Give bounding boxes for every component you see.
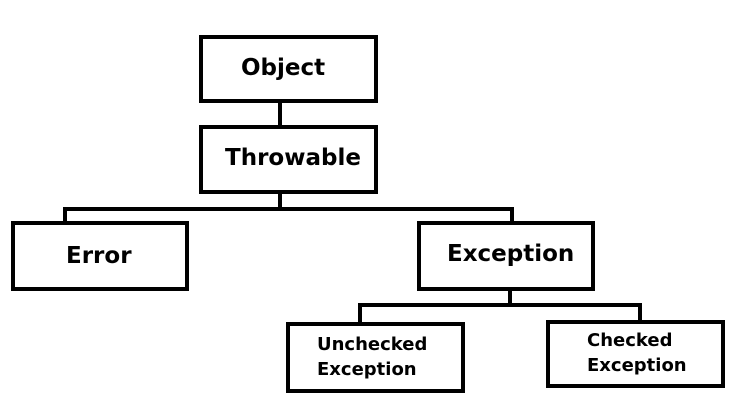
node-throwable-label: Throwable	[225, 144, 361, 171]
node-exception: Exception	[417, 221, 595, 291]
node-object: Object	[199, 35, 378, 103]
node-unchecked-exception-label: Unchecked Exception	[317, 333, 428, 380]
node-error: Error	[11, 221, 189, 291]
node-unchecked-exception: Unchecked Exception	[286, 322, 465, 393]
node-checked-exception: Checked Exception	[546, 320, 725, 388]
node-throwable: Throwable	[199, 125, 378, 194]
node-object-label: Object	[241, 54, 326, 81]
node-checked-exception-label: Checked Exception	[587, 330, 687, 376]
node-error-label: Error	[66, 242, 132, 269]
node-exception-label: Exception	[447, 240, 575, 267]
